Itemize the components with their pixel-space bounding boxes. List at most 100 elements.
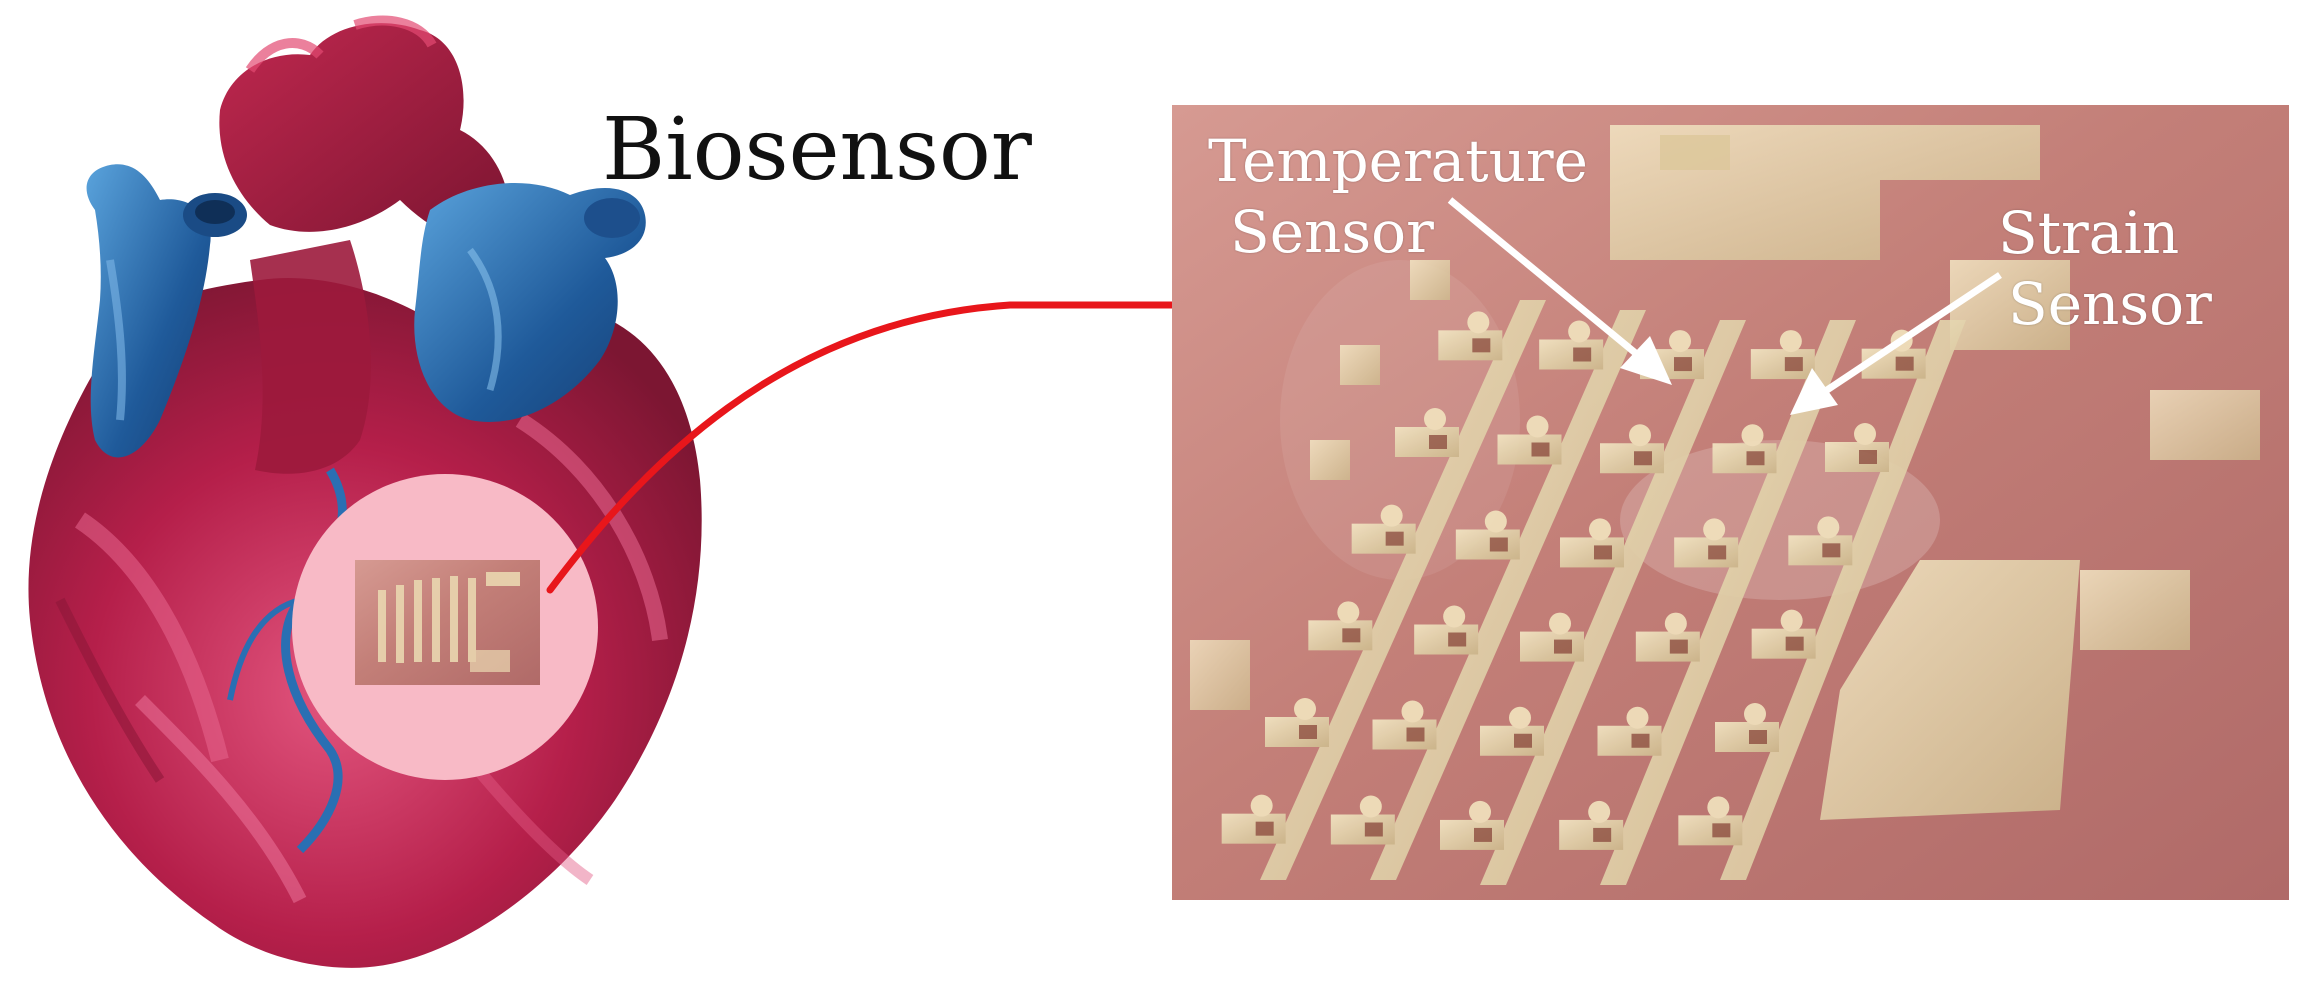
connector-line <box>546 301 1176 594</box>
electrode-pad <box>1440 819 1504 850</box>
vena-cava <box>86 164 211 458</box>
sensor-element <box>1634 451 1652 466</box>
sensor-node <box>1780 609 1803 632</box>
sensor-node <box>1669 330 1691 353</box>
electrode-pad <box>1715 722 1779 752</box>
electrode-pad <box>1414 624 1479 655</box>
sensor-node <box>1817 516 1840 539</box>
sensor-node <box>1741 424 1764 447</box>
electrode-column <box>1480 320 1746 885</box>
sensor-element <box>1489 537 1508 552</box>
electrode-pad <box>1600 443 1664 474</box>
sensor-element <box>1299 725 1317 739</box>
sensor-node <box>1509 706 1531 729</box>
sensor-element <box>1785 636 1804 651</box>
sensor-element <box>1859 450 1877 464</box>
electrode-pad <box>1308 620 1373 651</box>
electrode-pad <box>1597 725 1662 756</box>
sensor-node <box>1779 330 1802 353</box>
pulmonary-artery <box>414 183 646 422</box>
sensor-node <box>1401 700 1424 723</box>
sensor-element <box>1531 442 1550 457</box>
electrode-pad <box>1372 719 1437 750</box>
figure-title: Biosensor <box>602 100 1032 200</box>
electrode-pad <box>1539 339 1604 370</box>
sensor-node <box>1294 698 1316 720</box>
sensor-node <box>1380 504 1403 527</box>
temperature-label-line1: Temperature <box>1208 127 1588 195</box>
sensor-element <box>1448 632 1467 647</box>
sensor-node <box>1629 424 1651 447</box>
sensor-node <box>1424 408 1446 430</box>
electrode-column <box>1720 320 1966 880</box>
sensor-element <box>1593 827 1612 842</box>
sensor-element <box>1712 823 1731 838</box>
sensor-node <box>1469 800 1491 823</box>
electrode-column <box>1260 300 1546 880</box>
electrode-pad <box>1520 631 1584 662</box>
sensor-node <box>1359 795 1382 818</box>
temperature-sensor-label: Temperature Sensor <box>1208 126 1588 268</box>
electrode-pad <box>1678 815 1743 846</box>
sensor-element <box>1822 543 1841 558</box>
sensor-element <box>1514 733 1532 748</box>
electrode-pad <box>1674 537 1739 568</box>
strain-label-line2: Sensor <box>2008 269 2212 338</box>
electrode-pad <box>1635 631 1700 662</box>
sensor-node <box>1589 518 1611 541</box>
sensor-element <box>1674 357 1692 372</box>
sensor-array-photo <box>1172 105 2289 900</box>
electrode-pad <box>1712 443 1777 474</box>
sensor-element <box>1385 531 1404 546</box>
sensor-node <box>1664 612 1687 635</box>
sensor-node <box>1744 703 1766 725</box>
electrode-pad <box>1395 427 1459 457</box>
sensor-element <box>1429 435 1447 449</box>
sensor-node <box>1337 601 1360 624</box>
electrode-pad <box>1265 717 1329 747</box>
sensor-node <box>1626 706 1649 729</box>
strain-label-line1: Strain <box>1998 199 2180 267</box>
electrode-pad <box>1750 349 1815 380</box>
electrode-pad <box>1497 434 1562 465</box>
temperature-label-line2: Sensor <box>1230 197 1434 266</box>
electrode-pad <box>1825 442 1889 472</box>
electrode-pad <box>1480 725 1544 756</box>
sensor-element <box>1631 733 1650 748</box>
electrode-traces <box>1221 300 1966 885</box>
aorta <box>219 23 510 250</box>
electrode-pad <box>1560 537 1624 568</box>
sensor-element <box>1554 639 1572 654</box>
sensor-node <box>1707 796 1730 819</box>
sensor-node <box>1549 612 1571 635</box>
electrode-column <box>1370 310 1646 880</box>
electrode-pad <box>1788 535 1853 566</box>
electrode-pad <box>1559 819 1624 850</box>
temperature-arrow <box>1447 197 1672 385</box>
electrode-pad <box>1438 330 1503 361</box>
sensor-node <box>1854 423 1876 445</box>
sensor-node <box>1467 311 1490 334</box>
electrode-pad <box>1330 814 1395 845</box>
electrode-pad <box>1751 628 1816 659</box>
sensor-element <box>1669 639 1688 654</box>
sensor-element <box>1746 451 1765 466</box>
sensor-element <box>1255 821 1274 836</box>
sensor-node <box>1443 605 1466 628</box>
electrode-pad <box>1351 523 1416 554</box>
sensor-element <box>1708 545 1727 560</box>
sensor-node <box>1250 794 1273 817</box>
sensor-node <box>1526 415 1549 438</box>
sensor-element <box>1342 628 1361 643</box>
electrode-pad <box>1221 813 1286 844</box>
sensor-element <box>1895 356 1914 371</box>
heart-illustration <box>28 15 702 968</box>
electrode-column <box>1600 320 1856 885</box>
electrode-pad <box>1455 529 1520 560</box>
sensor-element <box>1594 545 1612 560</box>
sensor-element <box>1406 727 1425 742</box>
sensor-node <box>1568 320 1591 343</box>
strain-arrow <box>1790 272 2002 415</box>
